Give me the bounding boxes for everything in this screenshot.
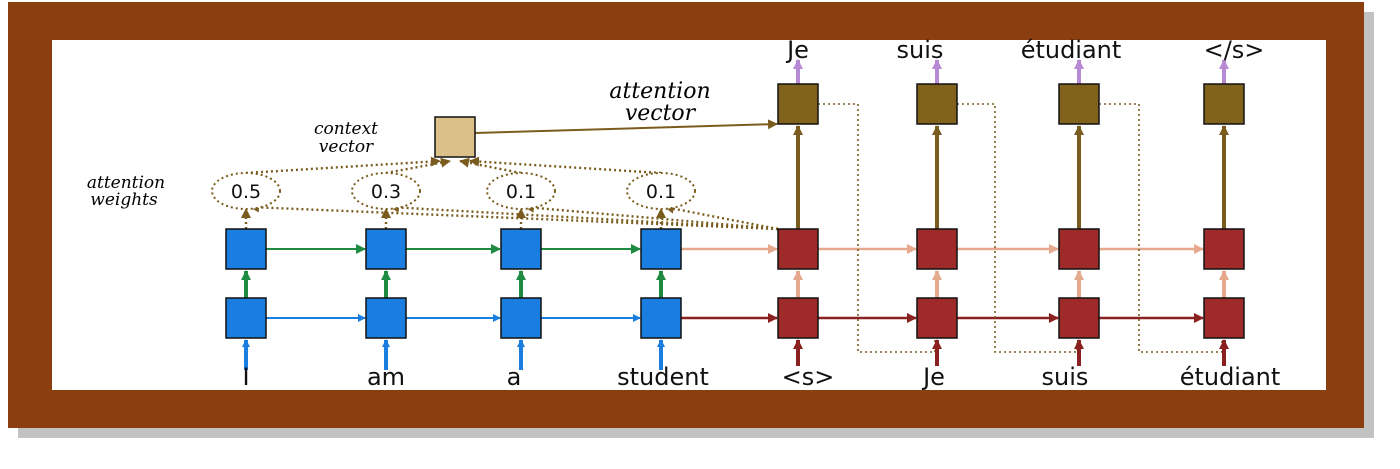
- context-vector-cell: [434, 116, 476, 158]
- decoder-output-token: Je: [785, 36, 809, 64]
- attention-weight-oval: [626, 172, 696, 210]
- decoder-input-token: Je: [921, 363, 945, 391]
- decoder-top-cell: [777, 228, 819, 270]
- weight-to-context-arrow: [469, 156, 662, 175]
- attention-weights-label: weights: [90, 190, 158, 210]
- decoder-top-cell: [1058, 228, 1100, 270]
- attention-weight-oval: [211, 172, 281, 210]
- weight-to-context-arrow: [385, 157, 451, 175]
- attention-vector-cell: [1203, 83, 1245, 125]
- encoder-bottom-cell: [500, 297, 542, 339]
- attention-weight-oval: [351, 172, 421, 210]
- source-token: am: [367, 363, 405, 391]
- context-vector-label: vector: [319, 137, 374, 157]
- attention-weights-label: attention: [87, 173, 165, 193]
- decoder-input-token: étudiant: [1180, 363, 1281, 391]
- encoder-bottom-cell: [365, 297, 407, 339]
- attention-weight-oval: [486, 172, 556, 210]
- attention-vector-cell: [777, 83, 819, 125]
- attention-weight-value: 0.1: [506, 181, 536, 203]
- cells-layer: [211, 83, 1245, 339]
- source-token: student: [617, 363, 709, 391]
- decoder-bottom-cell: [1203, 297, 1245, 339]
- encoder-top-cell: [640, 228, 682, 270]
- decoder-input-token: suis: [1042, 363, 1089, 391]
- decoder-to-weight-arrow: [249, 202, 779, 231]
- attention-vector-cell: [1058, 83, 1100, 125]
- decoder-input-token: <s>: [782, 363, 835, 391]
- decoder-bottom-cell: [777, 297, 819, 339]
- connections-layer: [241, 59, 1229, 370]
- attention-vector-label: attention: [609, 79, 710, 104]
- encoder-top-cell: [365, 228, 407, 270]
- source-token: a: [507, 363, 522, 391]
- attention-weight-value: 0.5: [231, 181, 261, 203]
- decoder-bottom-cell: [1058, 297, 1100, 339]
- encoder-top-cell: [500, 228, 542, 270]
- decoder-to-weight-arrow: [524, 202, 779, 231]
- encoder-top-cell: [225, 228, 267, 270]
- feedback-path: [818, 103, 936, 353]
- weight-to-context-arrow: [245, 156, 441, 175]
- decoder-output-token: étudiant: [1021, 36, 1122, 64]
- attention-weight-value: 0.1: [646, 181, 676, 203]
- decoder-output-token: </s>: [1204, 36, 1265, 64]
- source-token: I: [242, 363, 249, 391]
- encoder-bottom-cell: [640, 297, 682, 339]
- decoder-top-cell: [1203, 228, 1245, 270]
- attention-weight-value: 0.3: [371, 181, 401, 203]
- decoder-to-weight-arrow: [664, 203, 779, 231]
- attention-vector-cell: [916, 83, 958, 125]
- encoder-bottom-cell: [225, 297, 267, 339]
- attention-vector-label: vector: [625, 101, 697, 126]
- decoder-bottom-cell: [916, 297, 958, 339]
- context-to-attention-arrow: [474, 119, 778, 134]
- decoder-output-token: suis: [897, 36, 944, 64]
- context-vector-label: context: [314, 119, 378, 139]
- decoder-top-cell: [916, 228, 958, 270]
